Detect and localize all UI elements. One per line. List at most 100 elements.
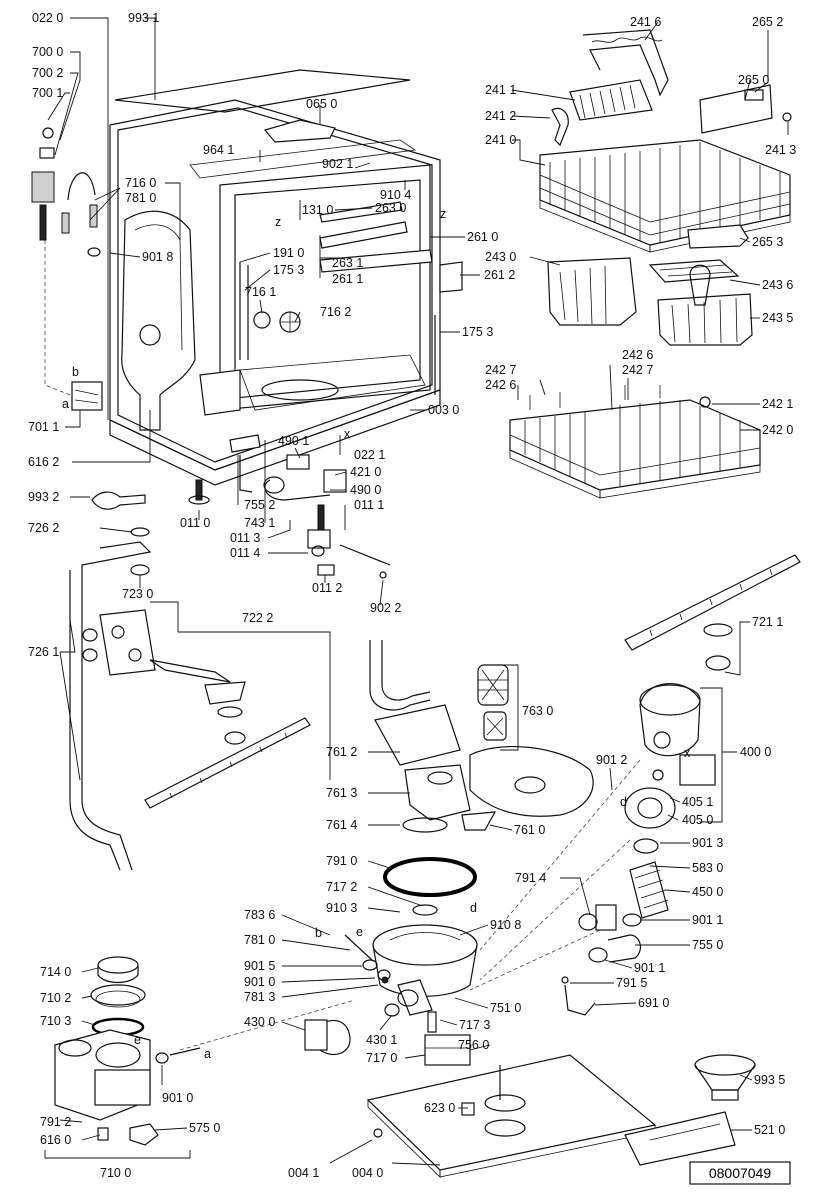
connector-letter: x bbox=[344, 427, 351, 441]
part-label: 901 8 bbox=[142, 250, 173, 264]
part-label: 783 6 bbox=[244, 908, 275, 922]
part-label: 763 0 bbox=[522, 704, 553, 718]
part-label: 003 0 bbox=[428, 403, 459, 417]
part-label: 430 1 bbox=[366, 1033, 397, 1047]
connector-letter: z bbox=[275, 215, 281, 229]
part-label: 175 3 bbox=[462, 325, 493, 339]
part-label: 700 1 bbox=[32, 86, 63, 100]
part-label: 901 1 bbox=[692, 913, 723, 927]
part-label: 901 0 bbox=[162, 1091, 193, 1105]
connector-letter: b bbox=[315, 926, 322, 940]
part-label: 243 6 bbox=[762, 278, 793, 292]
part-label: 405 0 bbox=[682, 813, 713, 827]
part-label: 241 0 bbox=[485, 133, 516, 147]
part-label: 755 2 bbox=[244, 498, 275, 512]
part-label: 716 0 bbox=[125, 176, 156, 190]
part-label: 791 4 bbox=[515, 871, 546, 885]
part-label: 901 1 bbox=[634, 961, 665, 975]
part-label: 616 0 bbox=[40, 1133, 71, 1147]
part-label: 616 2 bbox=[28, 455, 59, 469]
spray-arm-assembly bbox=[69, 527, 311, 871]
part-label: 964 1 bbox=[203, 143, 234, 157]
sump-assembly bbox=[304, 640, 594, 1066]
drawing-reference-box: 08007049 bbox=[689, 1161, 791, 1185]
part-label: 191 0 bbox=[273, 246, 304, 260]
part-label: 781 0 bbox=[125, 191, 156, 205]
dashed-leaders bbox=[179, 759, 641, 1051]
part-label: 714 0 bbox=[40, 965, 71, 979]
connector-letter: b bbox=[72, 365, 79, 379]
part-label: 700 2 bbox=[32, 66, 63, 80]
part-label: 726 2 bbox=[28, 521, 59, 535]
part-label: 993 2 bbox=[28, 490, 59, 504]
part-label: 743 1 bbox=[244, 516, 275, 530]
part-label: 242 1 bbox=[762, 397, 793, 411]
part-label: 901 0 bbox=[244, 975, 275, 989]
part-label: 717 3 bbox=[459, 1018, 490, 1032]
part-label: 910 3 bbox=[326, 901, 357, 915]
part-label: 004 1 bbox=[288, 1166, 319, 1180]
part-label: 011 1 bbox=[354, 498, 384, 512]
part-label: 242 6 bbox=[622, 348, 653, 362]
part-label: 011 0 bbox=[180, 516, 210, 530]
part-label: 261 2 bbox=[484, 268, 515, 282]
part-label: 993 1 bbox=[128, 11, 159, 25]
part-label: 400 0 bbox=[740, 745, 771, 759]
part-label: 901 3 bbox=[692, 836, 723, 850]
part-label: 011 2 bbox=[312, 581, 342, 595]
connector-letter: a bbox=[62, 397, 69, 411]
part-label: 751 0 bbox=[490, 1001, 521, 1015]
part-label: 242 0 bbox=[762, 423, 793, 437]
part-label: 583 0 bbox=[692, 861, 723, 875]
base-tray bbox=[366, 1054, 657, 1178]
part-label: 490 0 bbox=[350, 483, 381, 497]
dishwasher-tub bbox=[109, 69, 463, 486]
part-label: 623 0 bbox=[424, 1101, 455, 1115]
part-labels: 022 0 993 1 700 0 700 2 700 1 065 0 964 … bbox=[28, 11, 796, 1180]
part-label: 022 0 bbox=[32, 11, 63, 25]
drawing-reference-number: 08007049 bbox=[709, 1165, 772, 1181]
upper-spray-arm bbox=[624, 554, 801, 671]
part-label: 755 0 bbox=[692, 938, 723, 952]
part-label: 901 5 bbox=[244, 959, 275, 973]
part-label: 691 0 bbox=[638, 996, 669, 1010]
water-softener bbox=[54, 956, 201, 1146]
part-label: 265 3 bbox=[752, 235, 783, 249]
part-label: 756 0 bbox=[458, 1038, 489, 1052]
part-label: 721 1 bbox=[752, 615, 783, 629]
part-label: 791 0 bbox=[326, 854, 357, 868]
part-label: 761 4 bbox=[326, 818, 357, 832]
part-label: 726 1 bbox=[28, 645, 59, 659]
part-label: 261 0 bbox=[467, 230, 498, 244]
part-label: 430 0 bbox=[244, 1015, 275, 1029]
part-label: 004 0 bbox=[352, 1166, 383, 1180]
tub-small-parts bbox=[91, 434, 391, 579]
part-label: 723 0 bbox=[122, 587, 153, 601]
part-label: 716 1 bbox=[245, 285, 276, 299]
part-label: 722 2 bbox=[242, 611, 273, 625]
part-label: 710 3 bbox=[40, 1014, 71, 1028]
connector-letter: e bbox=[356, 925, 363, 939]
part-label: 242 7 bbox=[622, 363, 653, 377]
part-label: 265 2 bbox=[752, 15, 783, 29]
leader-lines bbox=[44, 17, 789, 1166]
part-label: 405 1 bbox=[682, 795, 713, 809]
connector-letter: a bbox=[204, 1047, 211, 1061]
part-label: 263 1 bbox=[332, 256, 363, 270]
part-label: 901 2 bbox=[596, 753, 627, 767]
part-label: 993 5 bbox=[754, 1073, 785, 1087]
part-label: 781 0 bbox=[244, 933, 275, 947]
funnel-and-panel bbox=[624, 1054, 756, 1166]
part-label: 241 6 bbox=[630, 15, 661, 29]
part-label: 521 0 bbox=[754, 1123, 785, 1137]
part-label: 265 0 bbox=[738, 73, 769, 87]
part-label: 131 0 bbox=[302, 203, 333, 217]
part-label: 910 8 bbox=[490, 918, 521, 932]
part-label: 011 4 bbox=[230, 546, 260, 560]
part-label: 910 4 bbox=[380, 188, 411, 202]
upper-basket-assembly bbox=[539, 29, 792, 346]
part-label: 791 5 bbox=[616, 976, 647, 990]
part-label: 242 6 bbox=[485, 378, 516, 392]
part-label: 065 0 bbox=[306, 97, 337, 111]
